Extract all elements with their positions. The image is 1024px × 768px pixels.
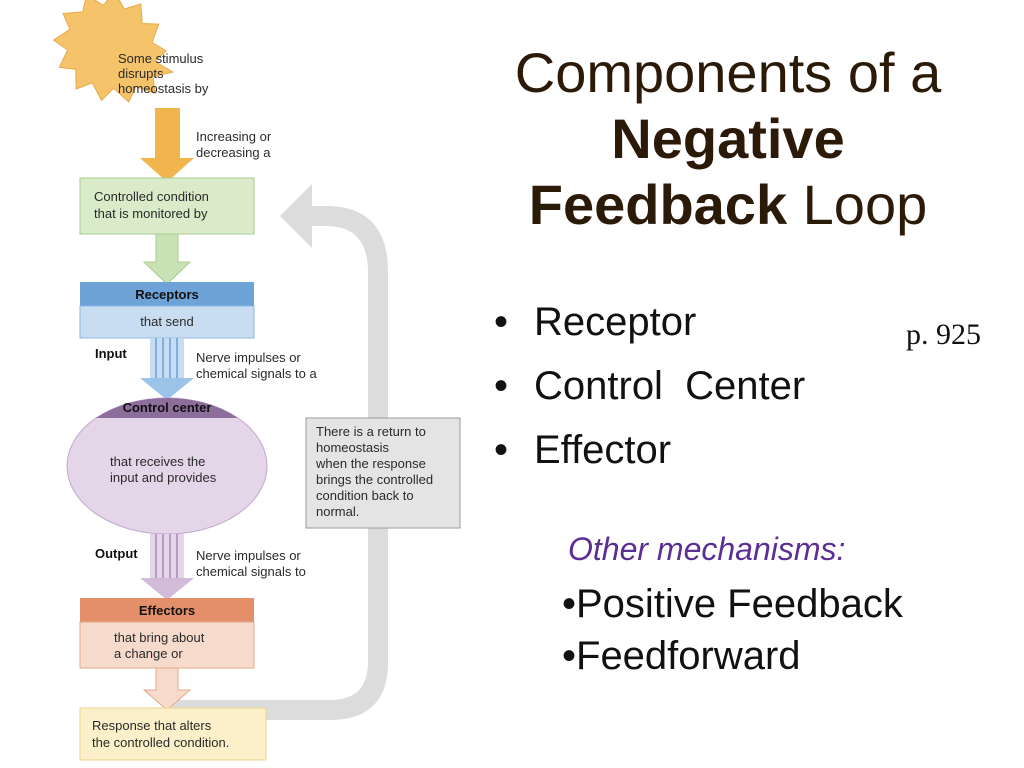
bullet-marker: • (494, 364, 509, 408)
stimulus-starburst (52, 0, 175, 103)
list-item: •Feedforward (562, 634, 801, 678)
output-text-2: chemical signals to (196, 564, 306, 579)
input-text-2: chemical signals to a (196, 366, 317, 381)
components-list: • Receptor • Control Center • Effector (494, 290, 805, 482)
stimulus-text-2: disrupts (118, 66, 164, 81)
other-mechanisms-heading: Other mechanisms: (568, 531, 846, 567)
receptors-text: that send (140, 314, 194, 329)
list-item-text: Receptor (534, 300, 697, 344)
stimulus-text-1: Some stimulus (118, 51, 204, 66)
return-note-1: There is a return to (316, 424, 426, 439)
arrow-stimulus-down (140, 108, 194, 182)
effectors-text-2: a change or (114, 646, 183, 661)
list-item-text: Effector (534, 428, 672, 472)
stimulus-text-3: homeostasis by (118, 81, 209, 96)
response-text-1: Response that alters (92, 718, 212, 733)
return-note-4: brings the controlled (316, 472, 433, 487)
list-item-text: Control Center (534, 364, 806, 408)
page-reference: p. 925 (906, 318, 981, 351)
arrow-effectors-to-response (142, 667, 192, 711)
bullet-marker: • (494, 300, 509, 344)
controlled-condition-text-2: that is monitored by (94, 206, 208, 221)
title-line-3: Feedback Loop (478, 172, 978, 238)
return-note-2: homeostasis (316, 440, 389, 455)
output-label: Output (95, 546, 138, 561)
other-mechanisms-list: •Positive Feedback •Feedforward (562, 578, 903, 682)
bullet-marker: • (494, 428, 509, 472)
control-center-text-2: input and provides (110, 470, 217, 485)
effectors-text-1: that bring about (114, 630, 205, 645)
receptors-box-header (80, 282, 254, 306)
list-item: • Control Center (494, 354, 805, 418)
list-item: • Effector (494, 418, 805, 482)
input-arrow (140, 338, 194, 400)
arrow-condition-to-receptors (142, 233, 192, 285)
receptors-box-body (79, 305, 255, 339)
title-line-1: Components of a (514, 41, 942, 104)
return-note-6: normal. (316, 504, 359, 519)
return-note-5: condition back to (316, 488, 414, 503)
return-note-3: when the response (315, 456, 426, 471)
response-box (79, 707, 267, 761)
response-text-2: the controlled condition. (92, 735, 229, 750)
title-line-2: Negative (478, 106, 978, 172)
control-center-title: Control center (123, 400, 212, 415)
change-text-2: decreasing a (196, 145, 271, 160)
control-center-text-1: that receives the (110, 454, 205, 469)
return-loop-arrow (172, 184, 388, 720)
output-arrow (140, 534, 194, 600)
change-text-1: Increasing or (196, 129, 272, 144)
input-text-1: Nerve impulses or (196, 350, 301, 365)
output-text-1: Nerve impulses or (196, 548, 301, 563)
effectors-box-header (80, 598, 254, 622)
receptors-title: Receptors (135, 287, 199, 302)
list-item: •Positive Feedback (562, 582, 903, 626)
controlled-condition-box (79, 177, 255, 235)
title-feedback: Feedback (528, 173, 788, 237)
controlled-condition-text-1: Controlled condition (94, 189, 209, 204)
title-negative: Negative (611, 107, 845, 171)
slide-title: Components of a Negative Feedback Loop (478, 40, 978, 238)
effectors-box-body (79, 621, 255, 669)
list-item: • Receptor (494, 290, 805, 354)
effectors-title: Effectors (139, 603, 195, 618)
input-label: Input (95, 346, 127, 361)
return-note-box (305, 417, 461, 529)
negative-feedback-diagram: Some stimulus disrupts homeostasis by In… (52, 0, 461, 761)
title-loop: Loop (787, 173, 928, 237)
